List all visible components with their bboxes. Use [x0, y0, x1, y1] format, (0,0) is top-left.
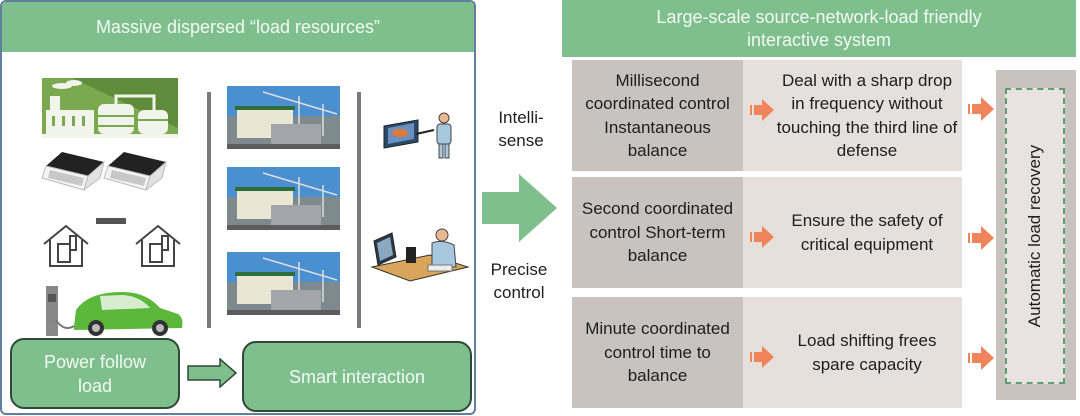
recovery-dashed-frame: Automatic load recovery [1005, 88, 1065, 384]
power-follow-load-box: Power follow load [10, 338, 180, 409]
interactive-system-title: Large-scale source-network-load friendly… [562, 0, 1076, 57]
recovery-label: Automatic load recovery [1025, 144, 1044, 328]
factory-icon [42, 78, 178, 138]
row-effect-label: Deal with a sharp drop in frequency with… [772, 60, 962, 171]
row-effect-label: Ensure the safety of critical equipment [772, 177, 962, 288]
row-control-label: Second coordinated control Short-term ba… [572, 177, 743, 288]
substation-icon [227, 252, 340, 315]
power-follow-load-label: Power follow load [43, 351, 147, 396]
divider [207, 92, 211, 328]
divider [357, 92, 361, 328]
smart-interaction-box: Smart interaction [242, 341, 472, 412]
substation-icon [227, 167, 340, 230]
control-text: Minute coordinated control time to balan… [585, 319, 730, 386]
control-text: Second coordinated control Short-term ba… [581, 199, 734, 266]
load-resources-title: Massive dispersed “load resources” [2, 2, 474, 52]
household-icon [42, 216, 182, 272]
intellisense-label: Intelli-sense [498, 108, 544, 150]
precise-control-label: Precise control [490, 260, 548, 302]
orange-arrow-icon [968, 96, 994, 122]
effect-text: Ensure the safety of critical equipment [791, 211, 943, 254]
effect-text: Deal with a sharp drop in frequency with… [776, 70, 958, 161]
big-flow-arrow-icon [481, 174, 557, 242]
control-text: Millisecond coordinated control Instanta… [585, 70, 730, 161]
air-conditioner-icon [40, 148, 180, 208]
load-resources-panel: Massive dispersed “load resources” [0, 0, 476, 415]
orange-arrow-icon [968, 345, 994, 371]
operator-workstation-icon [370, 227, 470, 283]
orange-arrow-icon [750, 98, 774, 122]
orange-arrow-icon [750, 225, 774, 249]
substation-icon [227, 86, 340, 149]
row-control-label: Minute coordinated control time to balan… [572, 297, 743, 408]
row-effect-label: Load shifting frees spare capacity [772, 297, 962, 408]
electric-vehicle-icon [42, 282, 190, 338]
presenter-icon [382, 112, 462, 160]
row-control-label: Millisecond coordinated control Instanta… [572, 60, 743, 171]
effect-text: Load shifting frees spare capacity [797, 331, 937, 374]
millisecond-control-row: Millisecond coordinated control Instanta… [572, 60, 962, 171]
automatic-load-recovery-box: Automatic load recovery [996, 70, 1076, 400]
smart-interaction-label: Smart interaction [288, 366, 426, 387]
minute-control-row: Minute coordinated control time to balan… [572, 297, 962, 408]
transition-arrow-icon [186, 358, 238, 388]
second-control-row: Second coordinated control Short-term ba… [572, 177, 962, 288]
orange-arrow-icon [968, 225, 994, 251]
orange-arrow-icon [750, 345, 774, 369]
